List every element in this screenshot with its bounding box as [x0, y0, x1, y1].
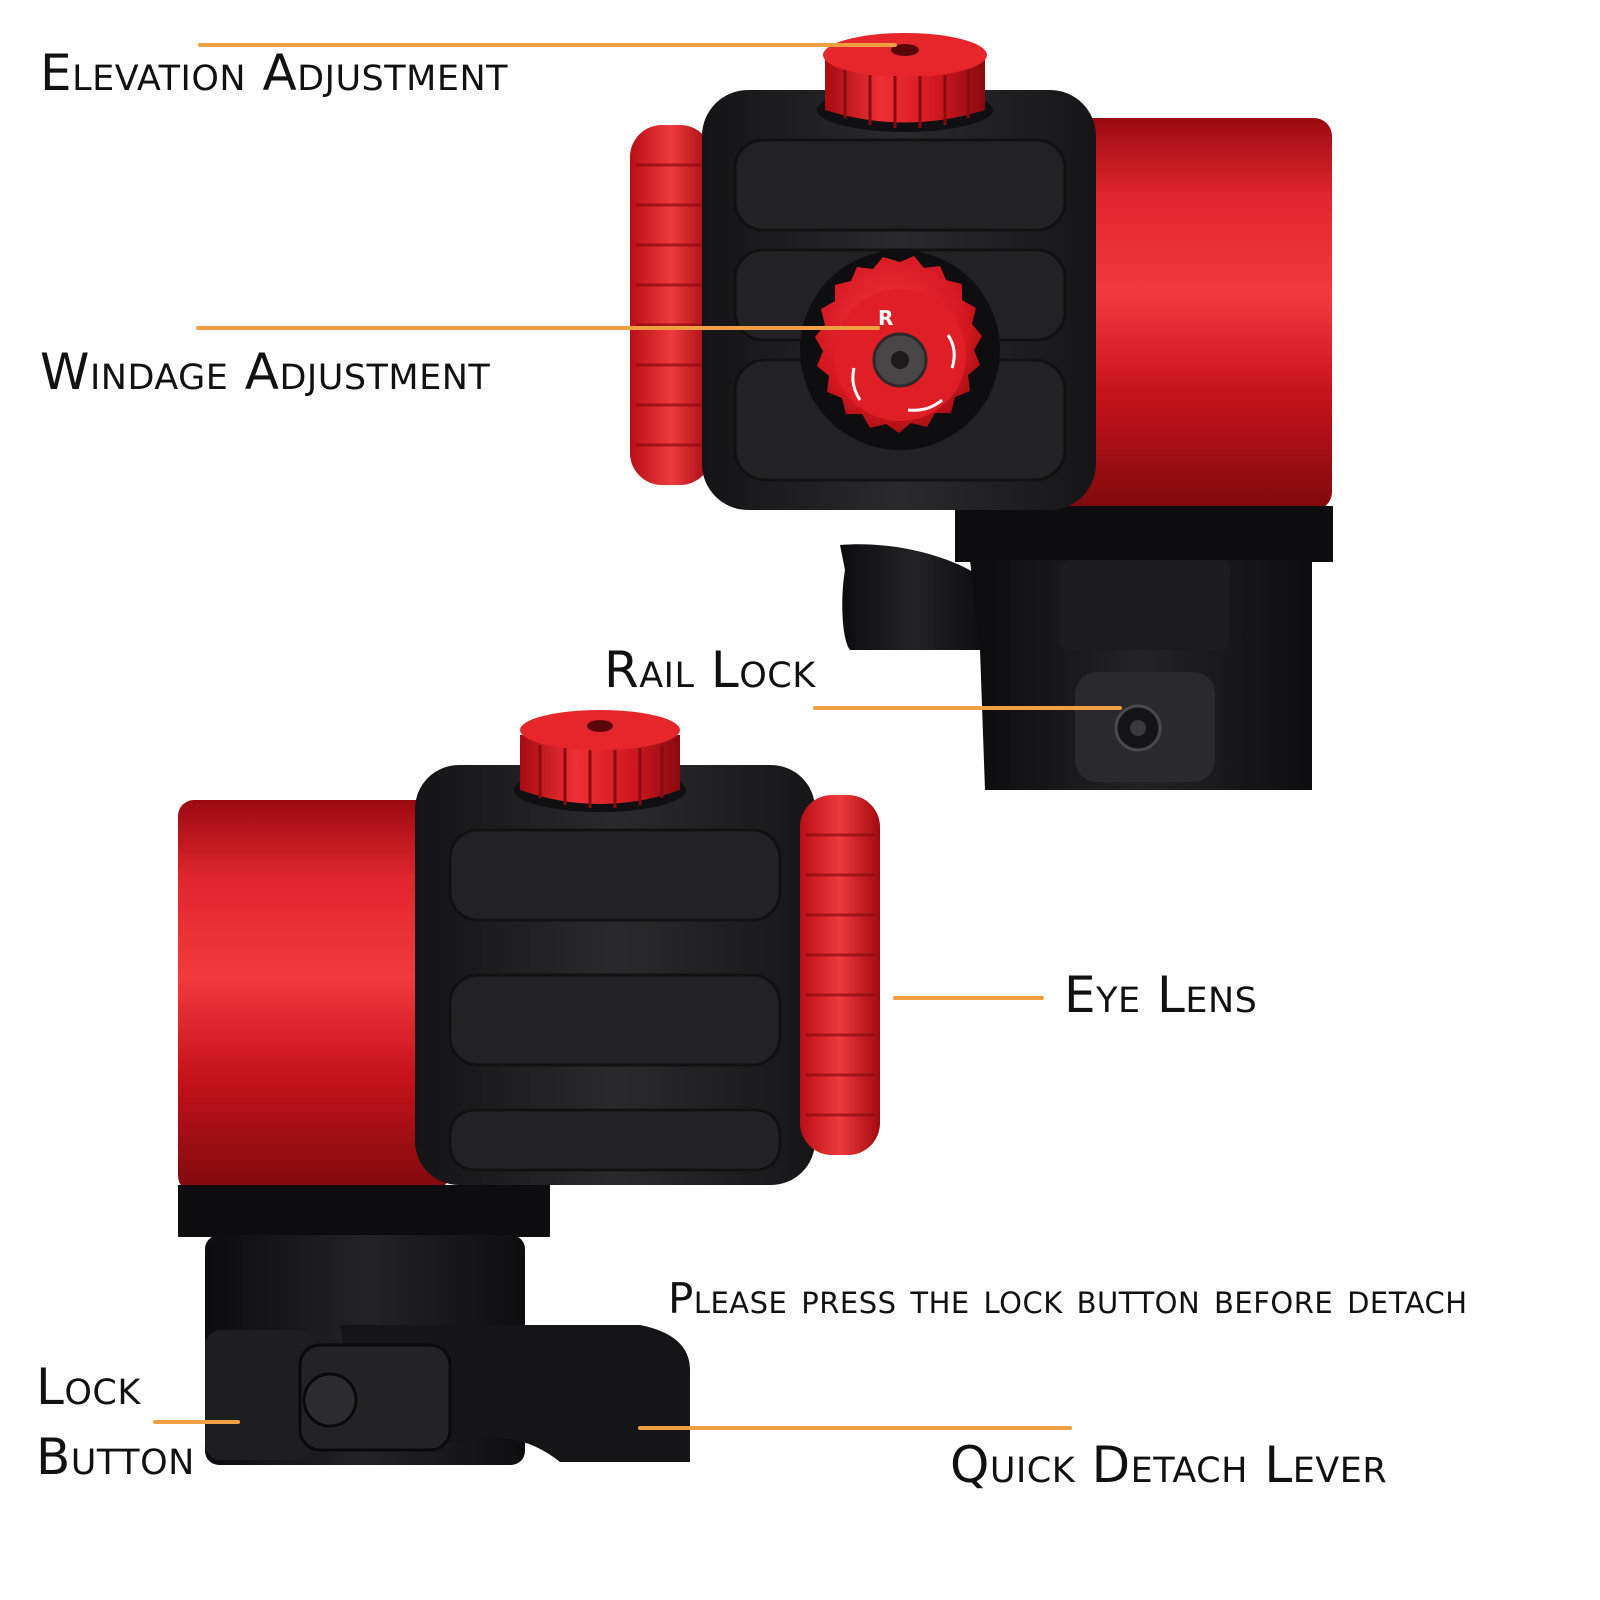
top-magnifier: R [630, 33, 1333, 790]
lock-button-block [205, 1330, 315, 1460]
top-mount-block [1060, 560, 1230, 650]
top-tube [1040, 118, 1332, 510]
top-mount-plate [955, 506, 1333, 562]
lock-button-pin [302, 1372, 358, 1428]
windage-adjustment-label: Windage Adjustment [40, 343, 491, 401]
eye-lens-label: Eye Lens [1064, 966, 1258, 1024]
bottom-tube [178, 800, 448, 1192]
rail-lock-label: Rail Lock [604, 641, 816, 699]
bottom-rubber-rib-2 [448, 973, 782, 1067]
rail-lock-center [1130, 720, 1146, 736]
windage-arrow-left [851, 367, 862, 401]
elevation-adjustment-label: Elevation Adjustment [40, 44, 509, 102]
bottom-knob-hole [587, 720, 613, 732]
bottom-magnifier [178, 710, 880, 1465]
elevation-knob-hole [891, 44, 919, 56]
top-quick-detach-lever [840, 544, 985, 650]
bottom-eye-lens-ring [800, 795, 880, 1155]
top-rubber-rib-1 [733, 138, 1067, 232]
lock-button-label-line2: Button [36, 1428, 195, 1486]
windage-screw-socket [891, 351, 909, 369]
quick-detach-lever-label: Quick Detach Lever [950, 1436, 1388, 1494]
windage-arrow-right [946, 334, 956, 369]
bottom-rubber-rib-3 [448, 1108, 782, 1172]
windage-arrow-bottom [907, 398, 943, 412]
bottom-mount-plate [178, 1185, 550, 1237]
top-lens-ring [630, 125, 712, 485]
bottom-rubber-rib-1 [448, 828, 782, 922]
lock-button-label-line1: Lock [36, 1358, 141, 1416]
leader-lines [153, 43, 1122, 1430]
windage-dial-mark: R [878, 306, 893, 330]
lock-instruction-note: Please press the lock button before deta… [668, 1274, 1468, 1323]
